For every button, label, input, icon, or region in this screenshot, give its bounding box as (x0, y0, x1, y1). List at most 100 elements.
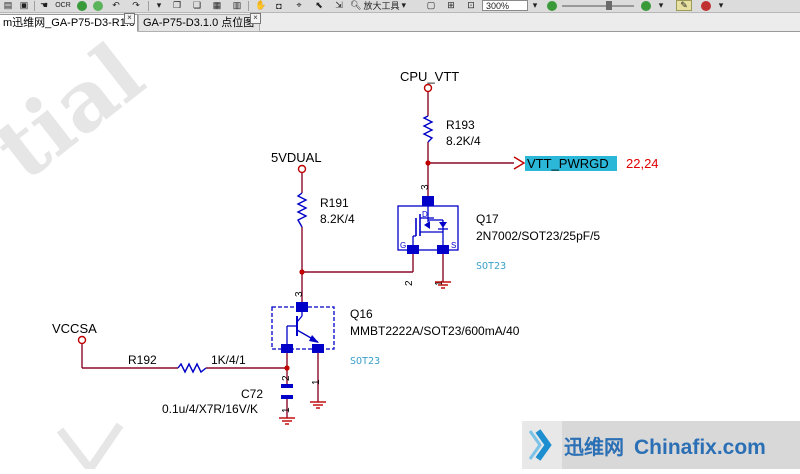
watermark-brand-cn: 迅维网 (564, 435, 624, 459)
chevron-logo-accent-icon (528, 430, 542, 460)
zoom-tool-button[interactable]: 🔍︎ 放大工具 ▾ (350, 0, 420, 11)
net-label-cpu-vtt[interactable]: CPU_VTT (400, 69, 459, 84)
r192-value: 1K/4/1 (211, 353, 246, 367)
offpage-page-ref[interactable]: 22,24 (626, 156, 659, 171)
tab-close-icon[interactable]: × (124, 13, 135, 24)
junction-dot (284, 365, 290, 371)
pointer-icon[interactable]: ⬉ (315, 0, 323, 10)
resistor-r192[interactable] (177, 362, 207, 374)
offpage-arrow-icon (513, 156, 526, 170)
pin-number: 2 (281, 375, 292, 381)
tool-icon[interactable]: ▣ (19, 0, 29, 10)
junction-dot (299, 269, 305, 275)
net-label-vtt-pwrgd[interactable]: VTT_PWRGD (527, 156, 609, 171)
watermark-logo: 迅维网 Chinafix.com (522, 421, 800, 469)
magnifier-icon: 🔍︎ (350, 0, 362, 10)
resistor-r193[interactable] (422, 115, 434, 143)
layout-icon[interactable]: ▥ (232, 0, 242, 10)
highlight-icon[interactable]: ✎ (676, 0, 692, 11)
zoom-in-icon[interactable] (640, 0, 652, 11)
pin-number: 1 (434, 280, 445, 286)
undo-icon[interactable]: ↶ (112, 0, 120, 10)
q17-pin-s: S (451, 241, 456, 250)
zoom-out-icon[interactable] (546, 0, 558, 11)
mosfet-q17[interactable]: D G S (397, 196, 459, 254)
q17-pin-g: G (400, 241, 406, 250)
r193-ref: R193 (446, 118, 475, 132)
pin-number: 2 (404, 280, 415, 286)
junction-dot (425, 160, 431, 166)
q17-pin-d: D (422, 210, 428, 219)
pin-number: 1 (281, 407, 292, 413)
power-port-vccsa[interactable] (77, 335, 87, 345)
back-icon[interactable] (76, 0, 88, 11)
annotate-dropdown-icon[interactable]: ▾ (718, 0, 724, 10)
zoom-value: 300% (486, 0, 510, 11)
r191-ref: R191 (320, 196, 349, 210)
redo-icon[interactable]: ↷ (132, 0, 140, 10)
power-port-5vdual[interactable] (297, 164, 307, 174)
c72-ref: C72 (241, 387, 263, 401)
ground-icon (310, 401, 326, 409)
tab-label: GA-P75-D3.1.0 点位图 (143, 17, 255, 29)
pin-number: 3 (294, 291, 305, 297)
ground-icon (279, 417, 295, 425)
forward-icon[interactable] (92, 0, 104, 11)
copy-icon[interactable]: ❐ (172, 0, 182, 10)
watermark-left-mark (56, 422, 124, 469)
q17-value: 2N7002/SOT23/25pF/5 (476, 229, 600, 243)
zoom-dropdown-icon[interactable]: ▾ (532, 0, 538, 10)
net-label-vccsa[interactable]: VCCSA (52, 321, 97, 336)
transistor-q16[interactable] (271, 302, 335, 353)
pan-hand-icon[interactable]: ✋ (255, 0, 267, 10)
actual-size-icon[interactable]: ⊡ (467, 0, 475, 10)
q17-ref: Q17 (476, 212, 499, 226)
chevron-down-icon: ▾ (401, 0, 406, 10)
watermark-brand: 迅维网 Chinafix.com (522, 421, 800, 469)
ocr-button[interactable]: OCR (54, 0, 72, 11)
annotate-icon[interactable] (698, 0, 714, 11)
dropdown-icon[interactable]: ▾ (156, 0, 162, 10)
camera-icon[interactable]: ◘ (276, 0, 282, 11)
zoom-select[interactable]: 300% (482, 0, 528, 11)
more-dropdown-icon[interactable]: ▾ (658, 0, 664, 10)
tab-document-2[interactable]: GA-P75-D3.1.0 点位图 (138, 14, 260, 32)
r192-ref: R192 (128, 353, 157, 367)
watermark-left-text: tial (0, 24, 161, 199)
grid-icon[interactable]: ▦ (212, 0, 222, 10)
net-label-5vdual[interactable]: 5VDUAL (271, 150, 322, 165)
ocr-label: OCR (55, 2, 71, 9)
zoom-slider-thumb[interactable] (606, 1, 612, 10)
q16-ref: Q16 (350, 307, 373, 321)
net-highlight (525, 156, 617, 171)
ground-icon (435, 281, 451, 289)
r193-value: 8.2K/4 (446, 134, 481, 148)
q16-value: MMBT2222A/SOT23/600mA/40 (350, 324, 520, 338)
measure-icon[interactable]: ⇲ (335, 0, 343, 10)
tab-document-1[interactable]: m迅维网_GA-P75-D3-R1.0 (0, 14, 138, 32)
c72-value: 0.1u/4/X7R/16V/K (162, 402, 258, 416)
fit-width-icon[interactable]: ⊞ (447, 0, 455, 10)
power-port-cpu-vtt[interactable] (423, 83, 433, 93)
tab-close-icon[interactable]: × (250, 13, 261, 24)
open-icon[interactable]: ▤ (3, 0, 13, 10)
paste-icon[interactable]: ❏ (192, 0, 202, 10)
tab-label: m迅维网_GA-P75-D3-R1.0 (3, 17, 136, 29)
toolbar: ▤ ▣ ☚ OCR ↶ ↷ ▾ ❐ ❏ ▦ ▥ ✋ ◘ ⌖ ⬉ ⇲ 🔍︎ 放大工… (0, 0, 800, 13)
pin-number: 1 (311, 379, 322, 385)
capacitor-c72[interactable] (281, 384, 293, 399)
zoom-slider[interactable] (562, 5, 634, 7)
watermark-brand-en: Chinafix.com (634, 436, 766, 459)
chevron-logo-icon (535, 429, 552, 461)
tab-bar: m迅维网_GA-P75-D3-R1.0 × GA-P75-D3.1.0 点位图 … (0, 13, 800, 32)
pin-number: 3 (420, 184, 431, 190)
fit-page-icon[interactable]: ▢ (426, 0, 436, 10)
resistor-r191[interactable] (296, 192, 308, 228)
q16-package: SOT23 (350, 356, 380, 367)
r191-value: 8.2K/4 (320, 212, 355, 226)
select-icon[interactable]: ⌖ (296, 0, 302, 10)
zoom-tool-label: 放大工具 (363, 1, 400, 11)
q17-package: SOT23 (476, 261, 506, 272)
hand-icon[interactable]: ☚ (39, 0, 49, 10)
